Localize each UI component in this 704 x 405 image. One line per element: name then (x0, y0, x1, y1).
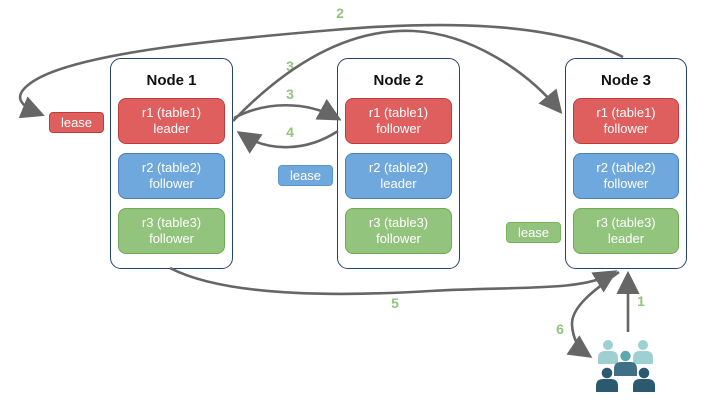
node-1-title: Node 1 (146, 72, 197, 89)
arrow-3-node1-to-node2 (233, 98, 342, 121)
replica-role: leader (380, 176, 417, 191)
replica-label: r3 (table3) (596, 215, 656, 230)
node-1-replica-r1: r1 (table1) leader (118, 98, 225, 144)
node-3-replica-r1: r1 (table1) follower (573, 98, 679, 144)
replica-label: r2 (table2) (596, 160, 656, 175)
node-1-replica-r2: r2 (table2) follower (118, 153, 225, 199)
replica-role: follower (603, 121, 649, 136)
step-label-3a: 3 (286, 58, 294, 74)
node-3-title: Node 3 (600, 72, 651, 89)
replica-role: follower (376, 121, 421, 136)
users-icon (596, 340, 655, 392)
node-2-replica-r1: r1 (table1) follower (345, 98, 452, 144)
replica-label: r2 (table2) (368, 160, 429, 175)
person-middle (614, 350, 637, 376)
step-label-5: 5 (391, 295, 399, 311)
person-back-left (598, 340, 618, 364)
arrow-6-node3-to-users (566, 270, 620, 358)
replica-role: follower (149, 231, 194, 246)
replica-label: r3 (table3) (141, 215, 202, 230)
node-3-box: Node 3 r1 (table1) follower r2 (table2) … (565, 58, 687, 269)
step-label-3b: 3 (286, 86, 294, 102)
replica-label: r3 (table3) (368, 215, 429, 230)
step-label-2: 2 (336, 5, 344, 21)
replica-label: r1 (table1) (141, 105, 202, 120)
lease-badge-table1: lease (49, 112, 104, 133)
replica-label: r1 (table1) (368, 105, 429, 120)
node-2-box: Node 2 r1 (table1) follower r2 (table2) … (337, 58, 460, 269)
replica-label: r1 (table1) (596, 105, 656, 120)
node-1-box: Node 1 r1 (table1) leader r2 (table2) fo… (110, 58, 233, 269)
person-front-right (633, 367, 655, 392)
person-front-left (596, 367, 618, 392)
step-label-6: 6 (556, 321, 564, 337)
node-3-replica-r3: r3 (table3) leader (573, 208, 679, 254)
replica-role: leader (607, 231, 645, 246)
replica-role: follower (376, 231, 421, 246)
node-2-replica-r3: r3 (table3) follower (345, 208, 452, 254)
node-3-replica-r2: r2 (table2) follower (573, 153, 679, 199)
replica-label: r2 (table2) (141, 160, 202, 175)
step-label-1: 1 (637, 293, 645, 309)
step-label-4: 4 (286, 124, 294, 140)
person-back-right (633, 340, 653, 364)
lease-badge-table3: lease (506, 222, 561, 243)
node-2-replica-r2: r2 (table2) leader (345, 153, 452, 199)
arrow-5-node1-to-node3 (169, 266, 618, 296)
lease-badge-table2: lease (278, 165, 333, 186)
replica-role: follower (603, 176, 649, 191)
node-2-title: Node 2 (373, 72, 424, 89)
replica-role: leader (153, 121, 190, 136)
replica-role: follower (149, 176, 194, 191)
node-1-replica-r3: r3 (table3) follower (118, 208, 225, 254)
